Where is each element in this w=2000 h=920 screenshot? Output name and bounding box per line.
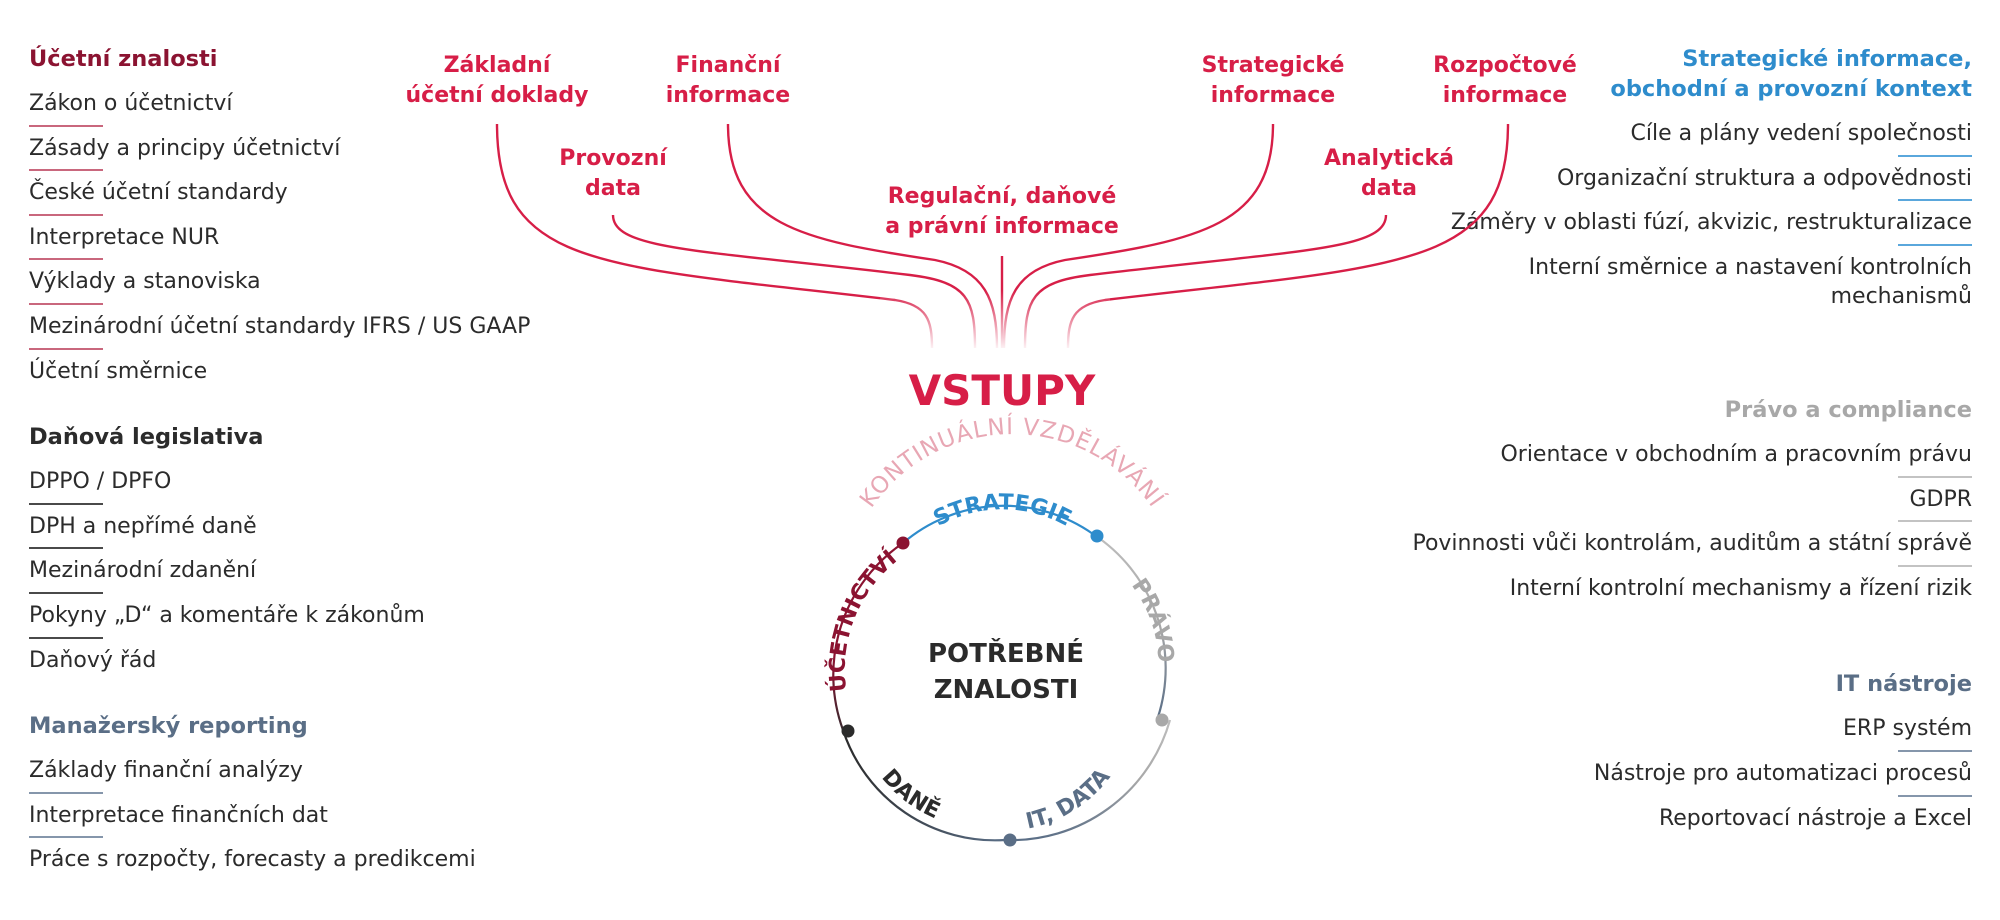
arc-it [1004,719,1172,842]
list-item: Mezinárodní účetní standardy IFRS / US G… [29,312,549,350]
list-item: Základy finanční analýzy [29,756,549,794]
list-item: Povinnosti vůči kontrolám, auditům a stá… [1412,529,1972,567]
label-regulatory-2: a právní informace [885,214,1119,239]
list-item: ERP systém [1412,714,1972,752]
heading-it: IT nástroje [1835,671,1972,698]
heading-tax: Daňová legislativa [29,424,264,451]
heading-strategy: Strategické informace, obchodní a provoz… [1412,44,1972,104]
segment-strategy-text: STRATEGIE [930,490,1076,531]
node-it [1003,833,1017,847]
list-item: Nástroje pro automatizaci procesů [1412,759,1972,797]
label-financial: Finanční [676,53,782,78]
list-item: Záměry v oblasti fúzí, akvizic, restrukt… [1412,208,1972,246]
section-strategy: Strategické informace, obchodní a provoz… [1412,44,1972,312]
heading-accounting: Účetní znalosti [29,46,218,72]
label-basic-docs-2: účetní doklady [406,83,589,108]
node-law [1155,713,1169,727]
list-item: GDPR [1412,485,1972,523]
heading-strategy-line2: obchodní a provozní kontext [1610,76,1972,102]
list-item: DPPO / DPFO [29,467,549,505]
label-budget: Rozpočtové [1433,53,1577,78]
label-strategic-2: informace [1211,83,1335,108]
heading-reporting: Manažerský reporting [29,713,308,740]
label-analytical-2: data [1361,176,1417,201]
node-strategy [1090,529,1104,543]
input-labels: Základní účetní doklady Provozní data Fi… [406,53,1577,239]
list-item: Zákon o účetnictví [29,89,549,127]
segment-law: PRÁVO [1126,574,1177,663]
list-item: Pokyny „D“ a komentáře k zákonům [29,601,549,639]
segment-it-text: IT, DATA [1024,764,1116,834]
list-item: Daňový řád [29,647,157,673]
label-basic-docs: Základní [444,53,552,78]
node-tax [841,724,855,738]
wheel-center-line2: ZNALOSTI [934,675,1079,705]
segment-accounting: ÚČETNICTVÍ [825,545,902,693]
list-item: Mezinárodní zdanění [29,556,549,594]
heading-strategy-line1: Strategické informace, [1682,46,1972,72]
list-item: DPH a nepřímé daně [29,512,549,550]
list-item: Interní směrnice a nastavení kontrolních… [1412,253,1972,312]
section-reporting: Manažerský reporting Základy finanční an… [29,711,549,875]
list-item: Orientace v obchodním a pracovním právu [1412,440,1972,478]
list-item: Práce s rozpočty, forecasty a predikcemi [29,847,476,873]
section-it: IT nástroje ERP systém Nástroje pro auto… [1412,669,1972,833]
wheel-center-line1: POTŘEBNÉ [928,637,1084,669]
segment-it: IT, DATA [1024,764,1116,834]
label-strategic: Strategické [1202,53,1345,78]
heading-law: Právo a compliance [1724,396,1972,423]
segment-strategy: STRATEGIE [930,490,1076,531]
label-operational-2: data [585,176,641,201]
node-accounting [896,536,910,550]
left-column: Účetní znalosti Zákon o účetnictví Zásad… [29,44,549,875]
list-item: Zásady a principy účetnictví [29,134,549,172]
label-regulatory: Regulační, daňové [888,184,1117,209]
label-financial-2: informace [666,83,790,108]
list-item: Interní kontrolní mechanismy a řízení ri… [1509,575,1972,601]
list-item: Cíle a plány vedení společnosti [1412,119,1972,157]
list-item: Reportovací nástroje a Excel [1658,805,1972,831]
right-column: Strategické informace, obchodní a provoz… [1412,44,1972,833]
arc-strategy [902,504,1094,544]
section-accounting: Účetní znalosti Zákon o účetnictví Zásad… [29,44,549,386]
list-item: České účetní standardy [29,178,549,216]
list-item: Interpretace finančních dat [29,801,549,839]
label-operational: Provozní [559,146,668,171]
arc-accounting [832,542,904,731]
list-item-line2: mechanismů [1830,284,1972,310]
segment-accounting-text: ÚČETNICTVÍ [825,545,902,693]
section-tax: Daňová legislativa DPPO / DPFO DPH a nep… [29,422,549,675]
arc-law [1092,533,1167,718]
arc-tax [841,729,1006,842]
section-law: Právo a compliance Orientace v obchodním… [1412,395,1972,603]
segment-law-text: PRÁVO [1126,574,1177,663]
label-analytical: Analytická [1324,146,1454,171]
list-item: Interpretace NUR [29,223,549,261]
list-item: Účetní směrnice [29,358,208,384]
label-budget-2: informace [1443,83,1567,108]
vstupy-title: VSTUPY [909,366,1096,415]
list-item-line1: Interní směrnice a nastavení kontrolních [1528,254,1972,280]
knowledge-wheel: KONTINUÁLNÍ VZDĚLÁVÁNÍ STRATEGIE PRÁVO I… [825,412,1178,847]
list-item: Výklady a stanoviska [29,267,549,305]
list-item: Organizační struktura a odpovědnosti [1412,164,1972,202]
